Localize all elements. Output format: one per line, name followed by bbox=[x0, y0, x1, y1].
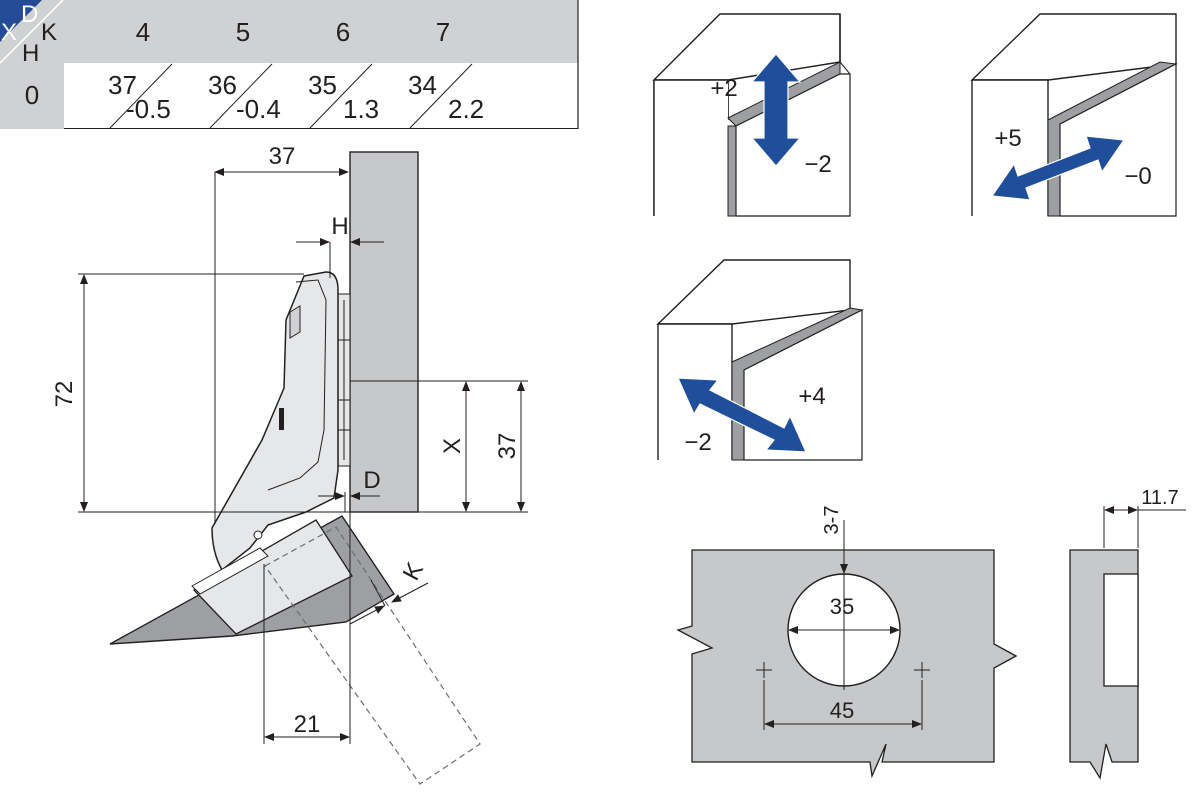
cup-drilling-diagram: 3-7 35 45 bbox=[676, 506, 1018, 779]
table-header-k5: 5 bbox=[236, 17, 250, 47]
table-corner-k: K bbox=[41, 19, 57, 46]
depth-adjust-arrow bbox=[990, 135, 1126, 201]
hinge-arm bbox=[211, 271, 339, 572]
table-corner-d: D bbox=[21, 1, 38, 28]
table-cell-k6: 35 1.3 bbox=[308, 63, 379, 129]
adjustment-side-diagram: +4 −2 bbox=[656, 259, 864, 461]
table-cell-k4: 37 -0.5 bbox=[108, 63, 173, 129]
hinge-section-drawing: 37 H 72 X 37 D K 21 bbox=[51, 143, 528, 785]
table-cell-x: 35 bbox=[308, 70, 337, 100]
side-adjust-arrow bbox=[677, 377, 807, 453]
adjust-depth-plus: +5 bbox=[994, 125, 1021, 152]
table-corner-h: H bbox=[22, 40, 39, 67]
dim-d: D bbox=[363, 467, 380, 494]
dim-h: H bbox=[331, 213, 348, 240]
adjust-vertical-minus: −2 bbox=[804, 151, 831, 178]
table-row-label-band bbox=[0, 63, 64, 129]
dim-37-right: 37 bbox=[494, 433, 521, 460]
table-cell-k5: 36 -0.4 bbox=[208, 63, 281, 129]
adjustment-table: X D K H 4 5 6 7 0 37 -0.5 36 -0.4 35 1.3… bbox=[0, 0, 579, 129]
table-header-band bbox=[0, 0, 578, 63]
dim-k: K bbox=[398, 558, 429, 585]
table-header-k7: 7 bbox=[436, 17, 450, 47]
table-cell-d: 2.2 bbox=[448, 94, 484, 124]
dim-72: 72 bbox=[51, 381, 78, 408]
table-cell-x: 36 bbox=[208, 70, 237, 100]
cup-section bbox=[1103, 573, 1139, 687]
dim-screw-spacing: 45 bbox=[830, 698, 854, 723]
table-cell-divider bbox=[309, 63, 373, 129]
table-cell-divider bbox=[109, 63, 173, 129]
table-corner-diagonal bbox=[0, 0, 64, 64]
depth-section-diagram: 11.7 bbox=[1069, 487, 1186, 780]
table-cell-divider bbox=[409, 63, 473, 129]
table-row-h0: 0 bbox=[25, 80, 39, 110]
hinge-cup bbox=[192, 519, 353, 635]
adjustment-depth-diagram: +5 −0 bbox=[970, 13, 1178, 217]
dim-edge-distance: 3-7 bbox=[821, 506, 843, 535]
hinge-cup-flange bbox=[191, 547, 269, 595]
table-cell-k7: 34 2.2 bbox=[408, 63, 484, 129]
dim-21: 21 bbox=[294, 711, 321, 738]
table-cell-d: 1.3 bbox=[343, 94, 379, 124]
table-cell-divider bbox=[209, 63, 273, 129]
table-cell-x: 34 bbox=[408, 70, 437, 100]
dim-cup-diameter: 35 bbox=[830, 594, 854, 619]
door-open-position-dashed bbox=[264, 526, 481, 785]
adjust-depth-minus: −0 bbox=[1124, 163, 1151, 190]
table-value-area bbox=[64, 63, 578, 129]
table-cell-d: -0.4 bbox=[236, 94, 281, 124]
table-cell-d: -0.5 bbox=[126, 94, 171, 124]
dim-depth: 11.7 bbox=[1141, 487, 1178, 509]
table-corner-badge bbox=[0, 0, 42, 42]
table-header-k6: 6 bbox=[336, 17, 350, 47]
dim-37-top: 37 bbox=[269, 143, 296, 170]
adjust-side-minus: −2 bbox=[684, 429, 711, 456]
dim-x: X bbox=[439, 438, 466, 454]
mounting-plate bbox=[337, 293, 351, 467]
adjustment-vertical-diagram: +2 −2 bbox=[652, 13, 851, 217]
adjust-side-plus: +4 bbox=[798, 383, 825, 410]
table-cell-x: 37 bbox=[108, 70, 137, 100]
table-corner-x: X bbox=[1, 19, 17, 46]
adjust-vertical-plus: +2 bbox=[710, 75, 737, 102]
vertical-adjust-arrow bbox=[750, 53, 802, 167]
table-header-k4: 4 bbox=[136, 17, 150, 47]
cabinet-side-panel bbox=[349, 151, 419, 513]
